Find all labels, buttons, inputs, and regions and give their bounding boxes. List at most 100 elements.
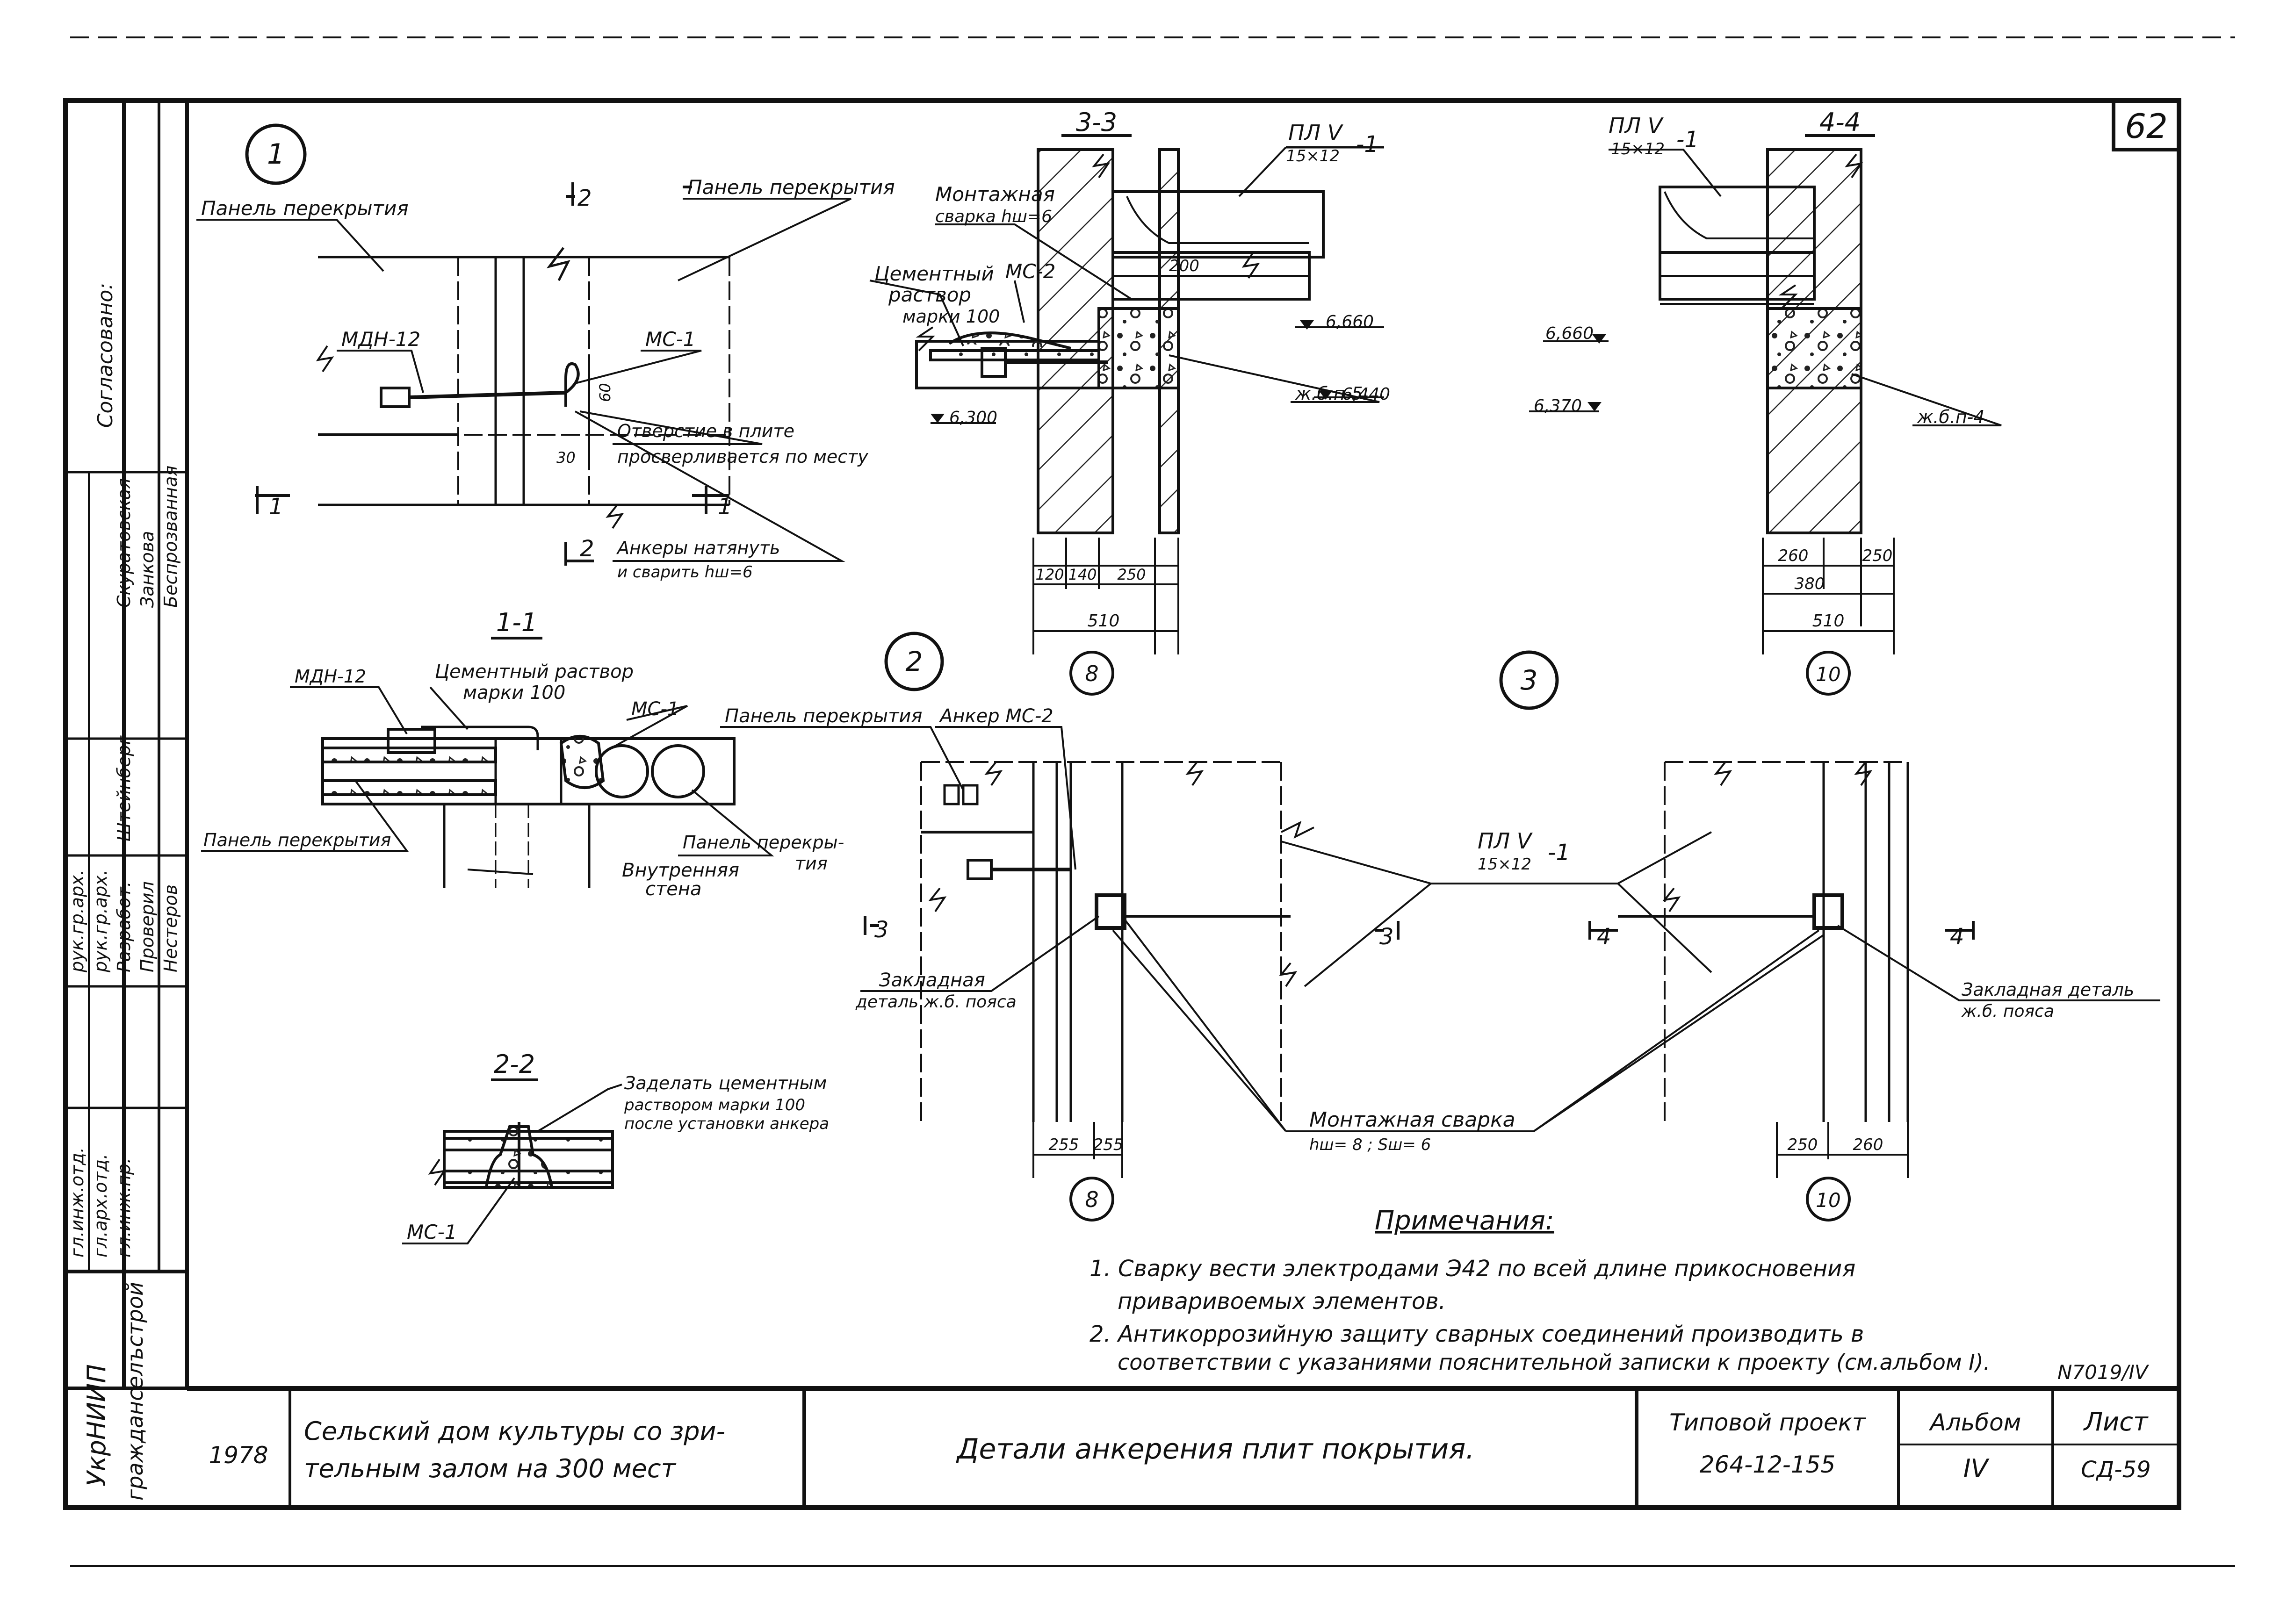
section-1-1-panel-left: Панель перекрытия: [203, 830, 391, 850]
node2-dim-2: 255: [1093, 1135, 1124, 1154]
stamp-name-1: Штейнберг: [114, 735, 134, 841]
section-2-2: [402, 1078, 622, 1244]
section-2-2-note-3: после установки анкера: [624, 1114, 829, 1133]
drawing-title: Детали анкерения плит покрытия.: [956, 1433, 1475, 1466]
section-2-2-mc1: МС-1: [407, 1221, 457, 1243]
node3-embed-2: ж.б. пояса: [1961, 1002, 2054, 1021]
node1-dim-b: 30: [556, 449, 576, 467]
node2-marker: [884, 632, 944, 691]
section-1-1-wall-2: стена: [645, 878, 702, 900]
notes: Примечания: 1. Сварку вести электродами …: [1089, 1206, 1990, 1375]
node3-dim-2: 260: [1853, 1135, 1883, 1154]
stamp-role-7: Проверил: [137, 881, 158, 972]
section-3-3-dim200: 200: [1169, 257, 1199, 275]
node2-embed-1: Закладная: [879, 970, 985, 991]
node1-marker: [245, 123, 307, 185]
note-line-3: 2. Антикоррозийную защиту сварных соедин…: [1089, 1321, 1864, 1347]
section-3-3-title: 3-3: [1076, 108, 1117, 137]
section-1-1: [201, 637, 774, 888]
sheet-frame: [63, 36, 2235, 1567]
stamp-role-4: рук.гр.арх.: [67, 869, 87, 973]
sheet-number: 62: [2125, 107, 2168, 146]
node3-weld: Монтажная сварка: [1309, 1108, 1515, 1132]
node2-number: 2: [906, 646, 923, 677]
title-block: [187, 1386, 2179, 1508]
stamp-approved: Согласовано:: [94, 283, 117, 428]
axis-10-b: 10: [1816, 1189, 1840, 1212]
section-4-4-title: 4-4: [1819, 108, 1861, 137]
stamp-name-4: Беспрозванная: [160, 466, 181, 608]
node3-cut4b: 4: [1950, 924, 1964, 950]
node3-number: 3: [1521, 664, 1538, 696]
node2-embed-2: деталь ж.б. пояса: [855, 992, 1017, 1012]
node1-cut1-left: 1: [269, 494, 283, 520]
section-3-3-dim-2: 140: [1068, 566, 1097, 583]
section-4-4-lvl1: 6,660: [1545, 324, 1594, 343]
section-3-3-weld-1: Монтажная: [935, 183, 1055, 206]
node2-plan: [720, 632, 1314, 1222]
section-1-1-mortar-2: марки 100: [463, 682, 565, 704]
section-3-3-belt: ж.б.п-5: [1295, 383, 1363, 404]
section-2-2-title: 2-2: [494, 1049, 535, 1079]
node3-cut3: 3: [1379, 924, 1394, 950]
node1-cut2-top: 2: [577, 185, 592, 211]
section-2-2-note-1: Заделать цементным: [624, 1073, 827, 1093]
section-4-4-total: 510: [1812, 611, 1845, 631]
node1-cut1-right: 1: [718, 494, 732, 520]
stamp-role-6: Разработ.: [114, 881, 134, 972]
note-line-4: соответствии с указаниями пояснительной …: [1118, 1350, 1990, 1375]
org-name-2: гражданселъстрой: [123, 1282, 148, 1501]
section-4-4-pan-suffix: -1: [1676, 127, 1699, 153]
org-name-1: УкрНИИП: [82, 1364, 111, 1487]
node2-dim-1: 255: [1049, 1135, 1079, 1154]
list-label: Лист: [2083, 1407, 2149, 1437]
year: 1978: [209, 1442, 268, 1469]
node3-plan: [1112, 650, 2160, 1222]
section-3-3: [869, 134, 1384, 696]
object-title-1: Сельский дом культуры со зри-: [304, 1416, 725, 1446]
node1-anchors-2: и сварить hш=6: [617, 563, 753, 582]
section-4-4-pan: ПЛ V: [1609, 113, 1664, 138]
section-1-1-wall-1: Внутренняя: [622, 860, 739, 881]
section-3-3-dim-1: 120: [1035, 566, 1064, 583]
stamp-name-5: Нестеров: [160, 884, 181, 972]
node3-pan: ПЛ V: [1478, 828, 1533, 854]
section-2-2-note-2: раствором марки 100: [624, 1096, 805, 1114]
node3-embed-1: Закладная деталь: [1962, 979, 2134, 1000]
node2-panel: Панель перекрытия: [725, 705, 922, 727]
node1-hole-1: Отверстие в плите: [617, 421, 794, 441]
section-1-1-title: 1-1: [496, 608, 537, 637]
stamp-role-2: гл.арх.отд.: [90, 1154, 111, 1258]
axis-8-marker-a: [1069, 651, 1114, 696]
section-1-1-mc1: МС-1: [631, 698, 679, 720]
list-number: СД-59: [2081, 1457, 2150, 1483]
node3-pan-suffix: -1: [1548, 840, 1570, 866]
axis-8-a: 8: [1085, 661, 1098, 686]
section-1-1-mortar-1: Цементный раствор: [435, 661, 634, 683]
node1-hole-2: просверливается по месту: [617, 446, 868, 467]
section-4-4-mid: 380: [1795, 575, 1825, 593]
notes-title: Примечания:: [1375, 1206, 1554, 1236]
section-3-3-mortar-3: марки 100: [902, 306, 1000, 327]
node2-anchor: Анкер МС-2: [938, 705, 1053, 727]
node1-dim-a: 60: [596, 383, 614, 402]
archive-number: N7019/IV: [2057, 1361, 2150, 1384]
node1-panel-right: Панель перекрытия: [687, 176, 895, 199]
node3-weld-sub: hш= 8 ; Sш= 6: [1309, 1135, 1431, 1154]
stamp-name-3: Занкова: [137, 531, 158, 608]
note-line-1: 1. Сварку вести электродами Э42 по всей …: [1089, 1256, 1855, 1282]
note-line-2: приваривоемых элементов.: [1118, 1288, 1446, 1315]
stamp-role-5: рук.гр.арх.: [90, 869, 111, 973]
section-3-3-pan: ПЛ V: [1288, 120, 1344, 145]
section-3-3-mc2: МС-2: [1005, 260, 1055, 283]
section-4-4-belt: ж.б.п-4: [1917, 407, 1985, 427]
section-3-3-weld-2: сварка hш=6: [935, 207, 1052, 226]
section-3-3-mortar-2: раствор: [888, 283, 971, 306]
node2-cut3: 3: [874, 917, 889, 943]
section-3-3-pan-sub: 15×12: [1286, 147, 1340, 165]
section-3-3-lvl1: 6,660: [1326, 312, 1374, 331]
section-1-1-mdn: МДН-12: [295, 666, 366, 687]
node1-mdn: МДН-12: [341, 328, 420, 351]
axis-10-a: 10: [1816, 663, 1840, 686]
node1-cut2-bottom: 2: [580, 536, 594, 562]
